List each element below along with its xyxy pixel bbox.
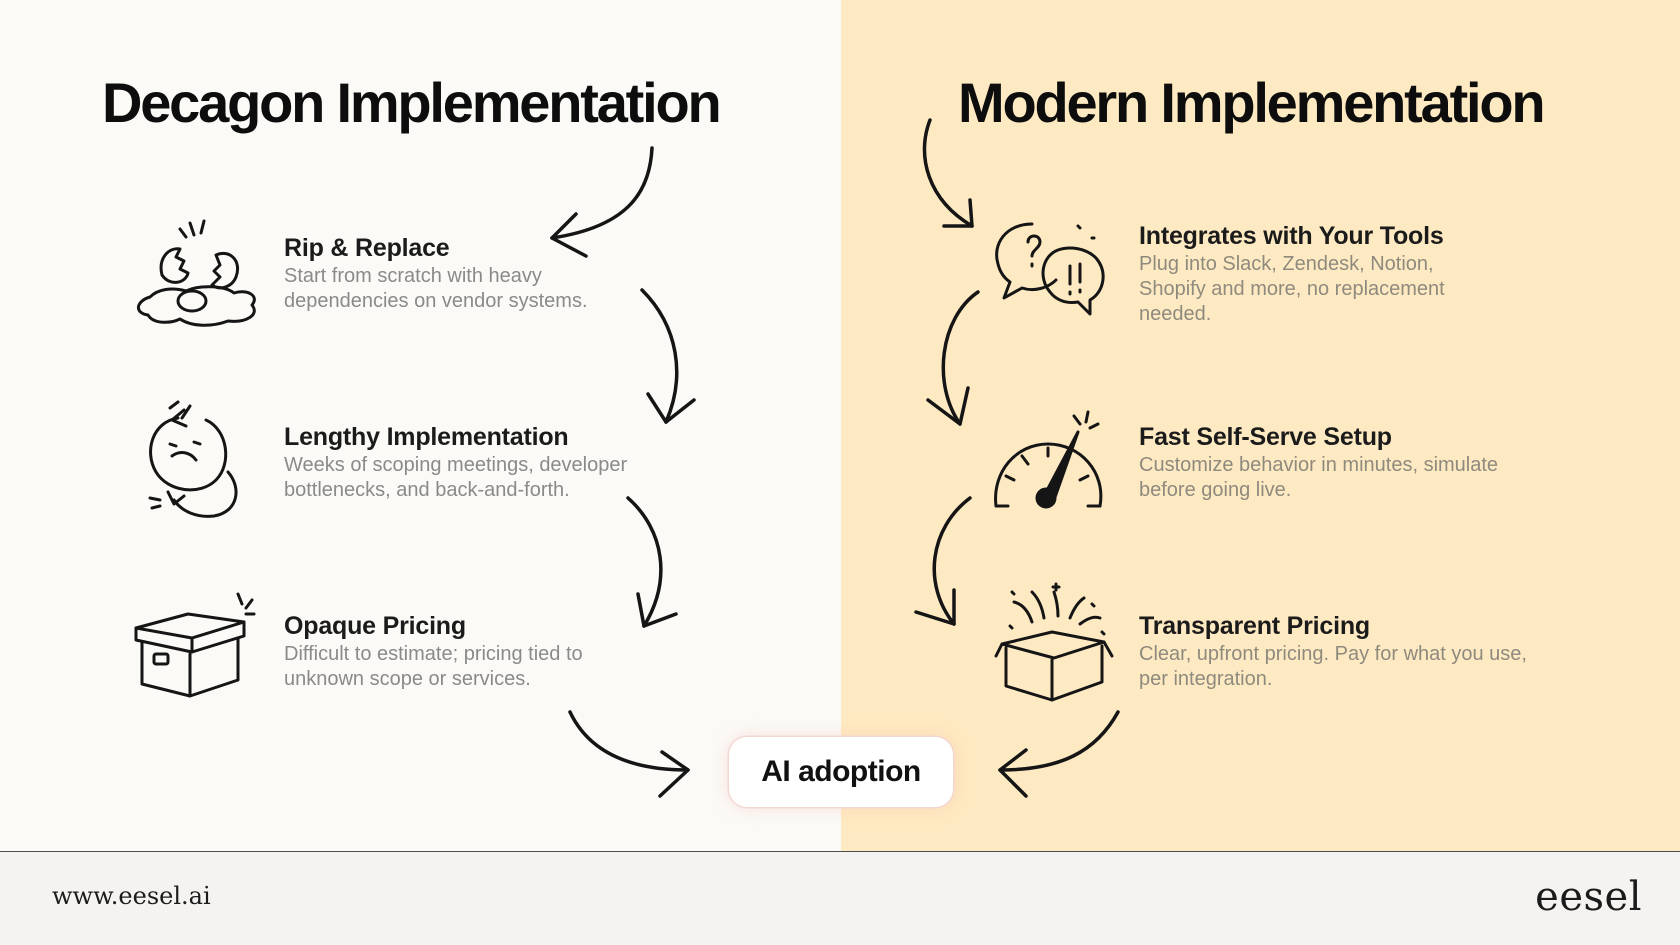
arrow-heading-to-item-1-right <box>922 118 974 228</box>
frustrated-cycle-icon <box>148 400 238 518</box>
open-box-icon <box>994 582 1114 702</box>
item-title: Fast Self-Serve Setup <box>1139 423 1392 451</box>
speedometer-icon <box>994 410 1103 509</box>
item-title: Transparent Pricing <box>1139 612 1370 640</box>
arrow-item-1-to-item-2-right <box>926 290 980 426</box>
item-description: Plug into Slack, Zendesk, Notion, Shopif… <box>1139 253 1445 325</box>
left-heading: Decagon Implementation <box>102 71 722 134</box>
item-description: Customize behavior in minutes, simulate … <box>1139 454 1499 501</box>
arrow-heading-to-item-1 <box>550 146 654 258</box>
item-title: Integrates with Your Tools <box>1139 222 1444 250</box>
closed-box-icon <box>134 592 256 698</box>
right-item-integrates: Integrates with Your Tools Plug into Sla… <box>1139 221 1559 327</box>
left-item-rip-replace: Rip & Replace Start from scratch with he… <box>284 233 704 314</box>
arrow-item-1-to-item-2 <box>640 288 696 424</box>
ai-adoption-pill: AI adoption <box>729 737 953 807</box>
arrow-item-3-to-adoption-right <box>998 710 1120 798</box>
arrow-item-2-to-item-3 <box>626 496 678 628</box>
arrow-item-3-to-adoption <box>568 710 690 798</box>
right-item-transparent-pricing: Transparent Pricing Clear, upfront prici… <box>1139 611 1559 692</box>
arrow-item-2-to-item-3-right <box>914 496 972 626</box>
right-heading: Modern Implementation <box>958 71 1546 134</box>
item-description: Clear, upfront pricing. Pay for what you… <box>1139 643 1527 690</box>
broken-egg-icon <box>137 219 256 327</box>
speech-bubbles-icon <box>995 222 1105 316</box>
item-description: Weeks of scoping meetings, developer bot… <box>284 454 628 501</box>
eesel-logo: eesel <box>1535 874 1642 920</box>
item-description: Start from scratch with heavy dependenci… <box>284 265 588 312</box>
footer: www.eesel.ai eesel <box>0 851 1680 945</box>
right-item-fast-setup: Fast Self-Serve Setup Customize behavior… <box>1139 422 1559 503</box>
item-title: Lengthy Implementation <box>284 423 569 451</box>
item-title: Rip & Replace <box>284 234 450 262</box>
item-title: Opaque Pricing <box>284 612 466 640</box>
left-panel <box>0 0 841 851</box>
left-item-opaque-pricing: Opaque Pricing Difficult to estimate; pr… <box>284 611 704 692</box>
footer-url-link[interactable]: www.eesel.ai <box>52 882 211 910</box>
item-description: Difficult to estimate; pricing tied to u… <box>284 643 583 690</box>
left-item-lengthy-implementation: Lengthy Implementation Weeks of scoping … <box>284 422 704 503</box>
right-panel <box>841 0 1680 851</box>
